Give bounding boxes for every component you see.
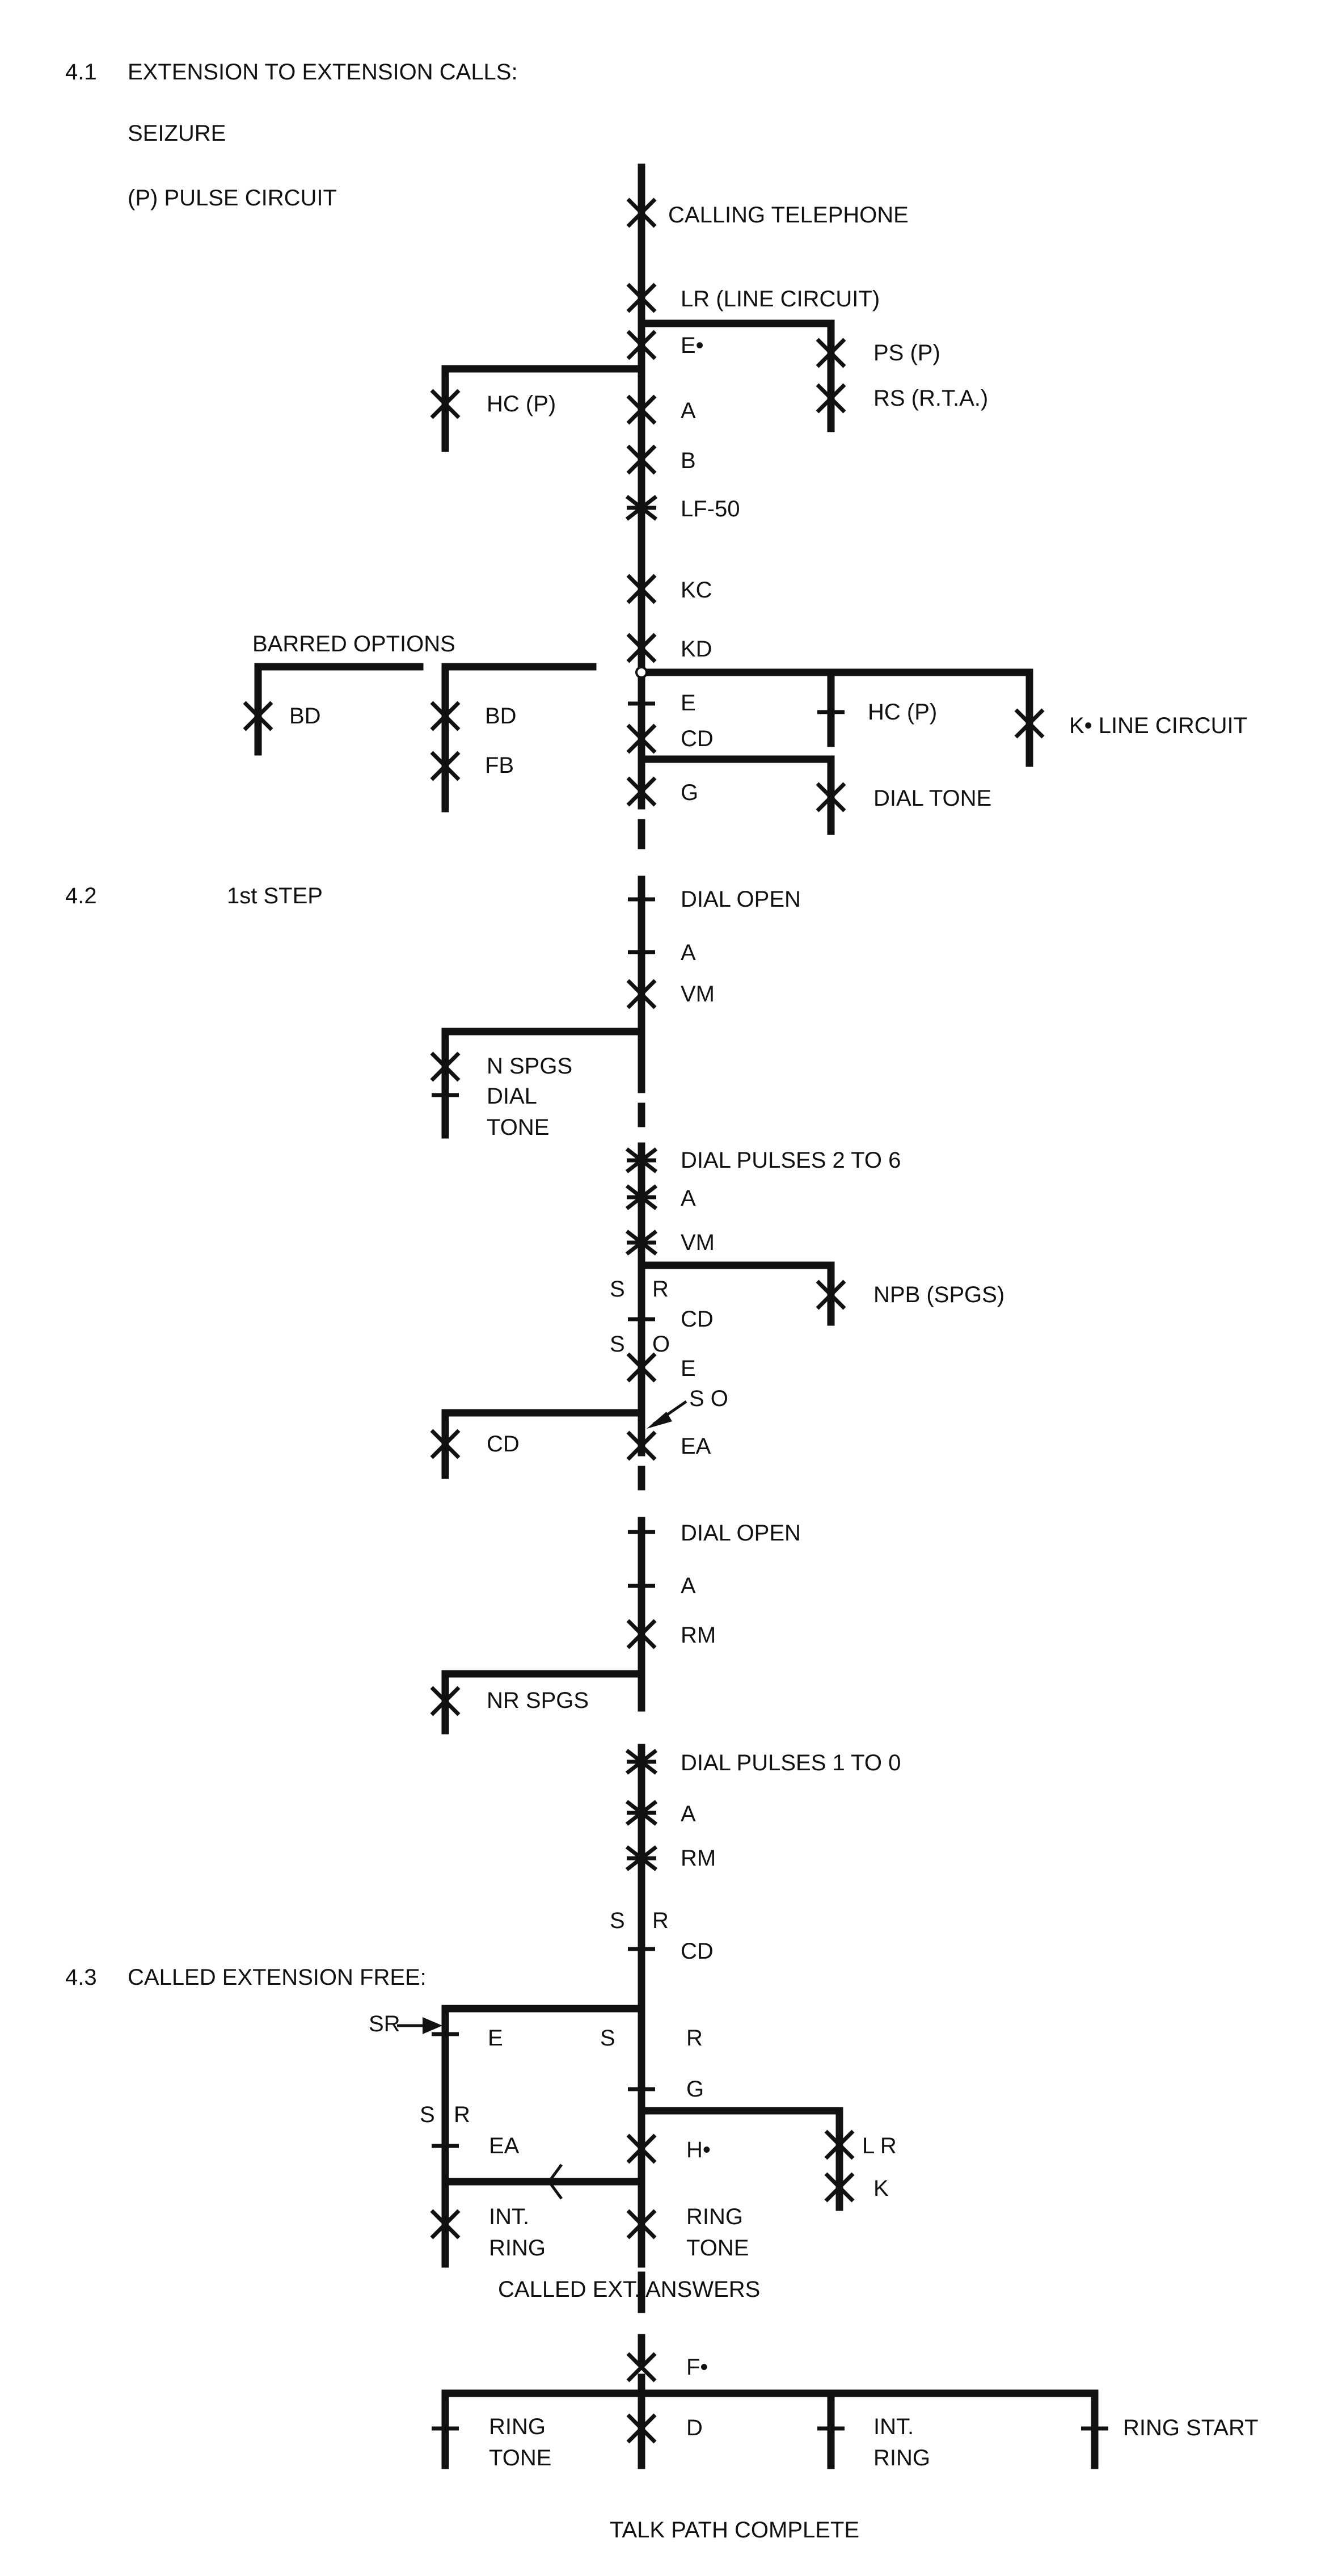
section-number: 4.1 bbox=[65, 60, 97, 85]
label-npb: NPB (SPGS) bbox=[873, 1282, 1004, 1307]
label-k: K bbox=[873, 2176, 889, 2201]
pulse-circuit-note: (P) PULSE CIRCUIT bbox=[128, 186, 337, 211]
branch-npb bbox=[638, 1261, 845, 1326]
label-cd: CD bbox=[681, 726, 714, 751]
label-kd: KD bbox=[681, 637, 712, 662]
section-number: 4.3 bbox=[65, 1965, 97, 1990]
label-hc: HC (P) bbox=[487, 392, 556, 416]
label-cd-3: CD bbox=[681, 1939, 714, 1964]
label-e: E bbox=[681, 1356, 696, 1381]
label-g: G bbox=[681, 780, 698, 805]
branch-dial-tone bbox=[638, 755, 845, 835]
label-s: S bbox=[600, 2026, 615, 2051]
section-title: EXTENSION TO EXTENSION CALLS: bbox=[128, 60, 518, 85]
label-bd-2: BD bbox=[485, 704, 517, 729]
label-dial-tone: DIAL TONE bbox=[873, 786, 991, 811]
label-b: B bbox=[681, 448, 696, 473]
label-f: F• bbox=[686, 2355, 708, 2380]
branch-nr-spgs bbox=[432, 1670, 645, 1735]
label-kc: KC bbox=[681, 578, 712, 603]
label-hc-right: HC (P) bbox=[868, 700, 937, 725]
label-dial-pulses-2: DIAL PULSES 1 TO 0 bbox=[681, 1750, 901, 1775]
label-d: D bbox=[686, 2415, 703, 2440]
label-int-2: INT. bbox=[873, 2414, 914, 2439]
label-o-2: O bbox=[652, 1332, 670, 1357]
branch-barred-options bbox=[244, 663, 597, 813]
label-lr: L R bbox=[862, 2133, 897, 2158]
label-vm: VM bbox=[681, 982, 715, 1007]
talk-path-complete: TALK PATH COMPLETE bbox=[610, 2518, 859, 2543]
branch-lr-k bbox=[638, 2107, 853, 2211]
section-number: 4.2 bbox=[65, 883, 97, 908]
label-a-4: A bbox=[681, 1801, 696, 1826]
label-ring-tone-2: TONE bbox=[686, 2236, 749, 2261]
label-vm-2: VM bbox=[681, 1230, 715, 1255]
label-dial-open: DIAL OPEN bbox=[681, 887, 801, 912]
label-ring-start: RING START bbox=[1123, 2415, 1259, 2440]
label-rm: RM bbox=[681, 1623, 716, 1648]
label-s-3: S bbox=[610, 1908, 625, 1933]
label-a-2: A bbox=[681, 1186, 696, 1211]
label-ea: EA bbox=[681, 1434, 711, 1459]
label-s-2: S bbox=[610, 1332, 625, 1357]
label-ring: RING bbox=[489, 2236, 546, 2261]
label-ring-tone-1: RING bbox=[686, 2204, 743, 2229]
label-r: R bbox=[686, 2026, 703, 2051]
label-int: INT. bbox=[489, 2204, 529, 2229]
branch-cd-2 bbox=[432, 1409, 645, 1479]
label-k-line-circuit: K• LINE CIRCUIT bbox=[1069, 713, 1247, 738]
label-rm-2: RM bbox=[681, 1846, 716, 1871]
label-s-1: S bbox=[610, 1277, 625, 1302]
label-e: E bbox=[488, 2026, 503, 2051]
section-title: CALLED EXTENSION FREE: bbox=[128, 1965, 427, 1990]
so-arrow bbox=[647, 1400, 687, 1429]
label-tone: TONE bbox=[487, 1115, 549, 1140]
label-g: G bbox=[686, 2077, 704, 2102]
label-dial: DIAL bbox=[487, 1084, 537, 1109]
label-lf: LF-50 bbox=[681, 496, 740, 521]
label-e-2: E bbox=[681, 691, 696, 715]
talk-path-bus bbox=[432, 2389, 1108, 2469]
label-fb: FB bbox=[485, 753, 514, 778]
label-dial-open-2: DIAL OPEN bbox=[681, 1521, 801, 1546]
label-n-spgs: N SPGS bbox=[487, 1054, 572, 1079]
label-dial-pulses: DIAL PULSES 2 TO 6 bbox=[681, 1148, 901, 1173]
label-tone-2: TONE bbox=[489, 2445, 551, 2470]
called-answers-heading: CALLED EXT. ANSWERS bbox=[498, 2277, 760, 2302]
called-free-loop bbox=[432, 2005, 655, 2268]
label-r-2: R bbox=[454, 2102, 470, 2127]
label-h: H• bbox=[686, 2137, 711, 2162]
label-barred-options: BARRED OPTIONS bbox=[252, 632, 455, 656]
label-ea: EA bbox=[489, 2133, 520, 2158]
label-e: E• bbox=[681, 333, 704, 358]
label-cd: CD bbox=[681, 1307, 714, 1332]
label-r-1: R bbox=[652, 1277, 669, 1302]
label-nr-spgs: NR SPGS bbox=[487, 1688, 589, 1713]
branch-n-spgs bbox=[432, 1028, 645, 1139]
branch-hc-k-line bbox=[635, 666, 1043, 767]
label-cd-2: CD bbox=[487, 1432, 520, 1457]
label-ring-2: RING bbox=[489, 2414, 546, 2439]
label-a: A bbox=[681, 940, 696, 965]
label-ring-3: RING bbox=[873, 2445, 930, 2470]
sr-arrow bbox=[397, 2017, 442, 2034]
label-sr: SR bbox=[369, 2011, 400, 2036]
label-r-3: R bbox=[652, 1908, 669, 1933]
label-a: A bbox=[681, 398, 696, 423]
seizure-heading: SEIZURE bbox=[128, 121, 226, 146]
label-lr: LR (LINE CIRCUIT) bbox=[681, 287, 880, 312]
label-s-2: S bbox=[420, 2102, 435, 2127]
label-bd-1: BD bbox=[289, 704, 321, 729]
label-rs: RS (R.T.A.) bbox=[873, 386, 988, 411]
section-title: 1st STEP bbox=[227, 883, 323, 908]
label-so: S O bbox=[689, 1386, 728, 1411]
branch-hc bbox=[432, 365, 645, 452]
label-calling-telephone: CALLING TELEPHONE bbox=[668, 203, 909, 228]
label-ps: PS (P) bbox=[873, 340, 940, 365]
label-a-3: A bbox=[681, 1573, 696, 1598]
branch-ps-rs bbox=[638, 319, 845, 432]
